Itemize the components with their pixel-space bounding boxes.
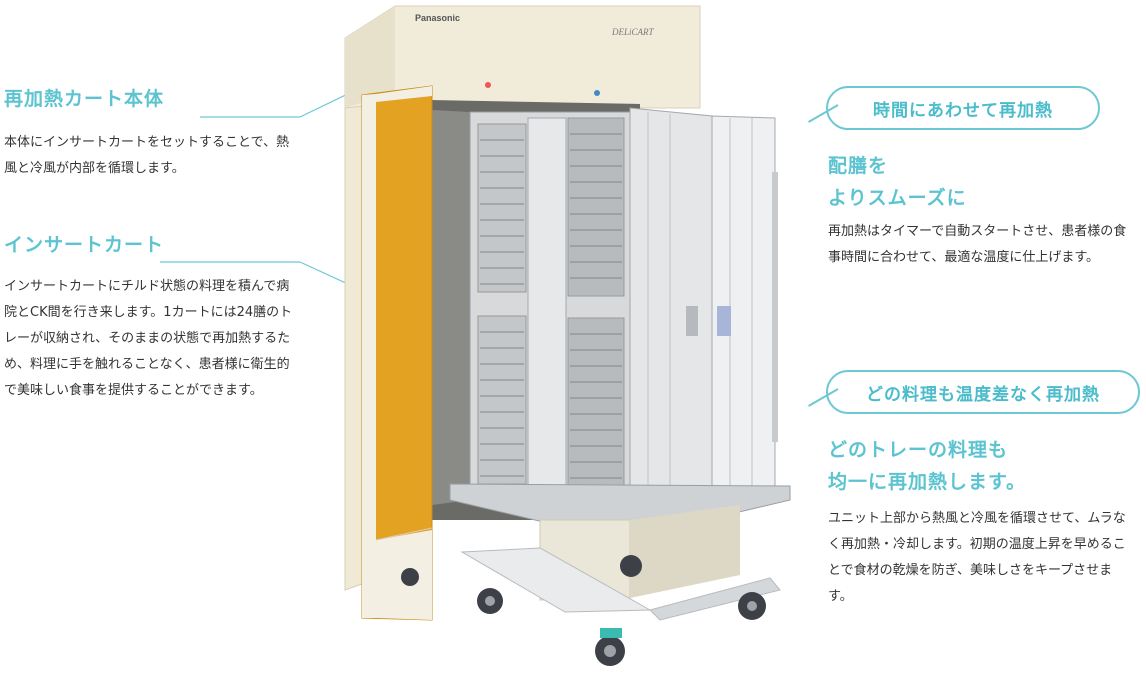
feature-timer-subheading-line1: 配膳を: [828, 155, 889, 177]
feature-timer-pill-label: 時間にあわせて再加熱: [873, 100, 1053, 121]
feature-timer-pill: 時間にあわせて再加熱: [808, 86, 1100, 130]
cart-body-description: 本体にインサートカートをセットすることで、熱風と冷風が内部を循環します。: [4, 135, 290, 176]
feature-uniform-subheading-line1: どのトレーの料理も: [828, 439, 1009, 461]
feature-uniform-subheading-line2: 均一に再加熱します。: [828, 471, 1027, 493]
insert-cart-heading: インサートカート: [4, 234, 165, 256]
feature-timer-subheading-line2: よりスムーズに: [828, 187, 967, 209]
feature-uniform-description: ユニット上部から熱風と冷風を循環させて、ムラなく再加熱・冷却します。初期の温度上…: [828, 511, 1126, 604]
brand-logo: Panasonic: [415, 13, 460, 23]
feature-timer-subheading: 配膳を よりスムーズに: [828, 150, 967, 214]
feature-timer-description: 再加熱はタイマーで自動スタートさせ、患者様の食事時間に合わせて、最適な温度に仕上…: [828, 224, 1127, 265]
insert-cart-description: インサートカートにチルド状態の料理を積んで病院とCK間を行き来します。1カートに…: [4, 279, 293, 398]
feature-uniform-subheading: どのトレーの料理も 均一に再加熱します。: [828, 434, 1026, 498]
feature-uniform-pill: どの料理も温度差なく再加熱: [808, 370, 1140, 414]
cart-body-heading: 再加熱カート本体: [4, 88, 165, 110]
feature-uniform-pill-label: どの料理も温度差なく再加熱: [866, 384, 1100, 405]
model-logo: DELiCART: [611, 27, 655, 37]
